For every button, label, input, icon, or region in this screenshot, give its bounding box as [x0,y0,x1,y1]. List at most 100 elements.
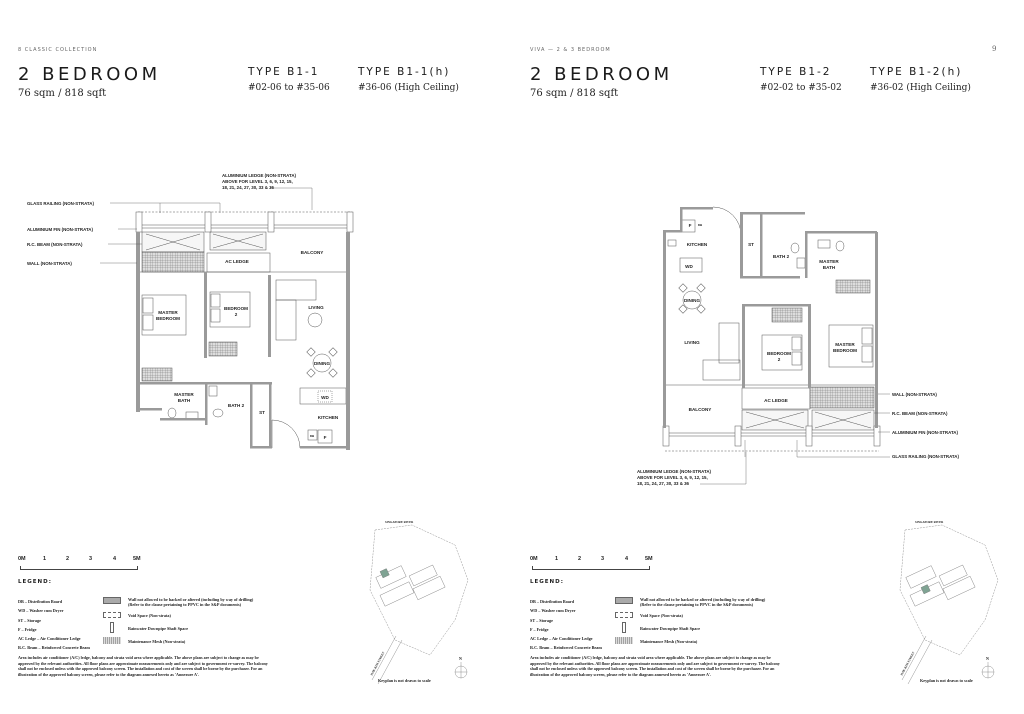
section-header: VIVA — 2 & 3 BEDROOM [530,47,611,53]
keyplan-street-label: JIAK KIM STREET [899,651,915,677]
room-label-db: DB [310,434,315,438]
room-label-master-bedroom: BEDROOM [156,316,180,321]
room-label-master-bath: MASTER [819,259,839,264]
page-number: 9 [992,45,997,53]
annotation-ledge: ABOVE FOR LEVEL 3, 6, 9, 12, 15, [222,179,293,184]
room-label-kitchen: KITCHEN [687,242,708,247]
legend-item: Void Space (Non-strata) [640,613,683,618]
keyplan-caption: Keyplan is not drawn to scale [378,678,431,683]
room-label-ac-ledge: AC LEDGE [764,398,788,403]
scale-tick: 2 [66,556,70,562]
annotation-wall: WALL (NON-STRATA) [892,392,937,397]
room-label-living: LIVING [684,340,700,345]
scale-tick: 4 [625,556,629,562]
type-units: #36-02 (High Ceiling) [870,83,971,93]
scale-tick: 5M [133,556,141,562]
disclaimer-note: Area includes air conditioner (A/C) ledg… [530,655,780,677]
room-label-st: ST [259,410,265,415]
legend-wall-text: Wall not allowed to be hacked or altered… [128,597,253,607]
section-header: 8 CLASSIC COLLECTION [18,47,98,53]
keyplan-river-label: SINGAPORE RIVER [385,520,414,524]
legend-item: AC Ledge – Air Conditioner Ledge [18,636,81,642]
legend-swatch-downpipe [110,622,114,633]
annotation-aluminium-fin: ALUMINIUM FIN (NON-STRATA) [27,227,93,232]
scale-tick: 3 [601,556,605,562]
room-label-bedroom-2: 2 [235,312,238,317]
type-name: TYPE B1-1(h) [358,66,451,78]
type-name: TYPE B1-2(h) [870,66,963,78]
room-label-master-bedroom: BEDROOM [833,348,857,353]
north-label: N [459,656,462,661]
legend-item: WD – Washer cum Dryer [18,608,64,614]
room-label-st: ST [748,242,754,247]
page-title: 2 BEDROOM [18,64,161,85]
disclaimer-note: Area includes air conditioner (A/C) ledg… [18,655,268,677]
annotation-rc-beam: R.C. BEAM (NON-STRATA) [892,411,948,416]
room-label-db: DB [698,223,703,227]
legend-swatch-wall [615,597,633,604]
legend-item: Wall not allowed to be hacked or altered… [640,597,766,602]
room-label-wd: WD [685,264,693,269]
legend-item: DB – Distribution Board [18,599,63,604]
legend-swatch-void [615,612,633,618]
room-label-f: F [324,435,327,440]
floor-plan: KITCHEN ST BATH 2 MASTER BATH DINING LIV… [637,206,999,685]
right-page: VIVA — 2 & 3 BEDROOM 9 2 BEDROOM 76 sqm … [512,0,1024,714]
keyplan-caption: Keyplan is not drawn to scale [920,678,973,683]
room-label-bedroom-2: BEDROOM [224,306,248,311]
room-label-bath-2: BATH 2 [773,254,790,259]
legend-item: (Refer to the clause pertaining to PPVC … [128,602,241,608]
legend-item: AC Ledge – Air Conditioner Ledge [530,636,593,642]
room-label-master-bedroom: MASTER [158,310,178,315]
legend-wall-text: Wall not allowed to be hacked or altered… [640,597,765,607]
room-label-bath-2: BATH 2 [228,403,245,408]
scale-tick: 5M [645,556,653,562]
scale-tick: 0M [530,556,538,562]
annotation-ledge: ABOVE FOR LEVEL 3, 6, 9, 12, 15, [637,475,708,480]
keyplan-street-label: JIAK KIM STREET [369,651,385,677]
room-label-master-bath: BATH [178,398,191,403]
scale-tick: 1 [43,556,47,562]
annotation-glass-railing: GLASS RAILING (NON-STRATA) [27,201,94,206]
page-title: 2 BEDROOM [530,64,673,85]
type-units: #02-06 to #35-06 [248,83,330,93]
room-label-f: F [689,223,692,228]
room-label-living: LIVING [308,305,324,310]
annotation-wall: WALL (NON-STRATA) [27,261,72,266]
unit-area: 76 sqm / 818 sqft [18,88,107,99]
type-units: #36-06 (High Ceiling) [358,83,459,93]
legend-item: R.C. Beam – Reinforced Concrete Beam [18,645,90,651]
legend-item: R.C. Beam – Reinforced Concrete Beam [530,645,602,651]
room-label-bedroom-2: BEDROOM [767,351,791,356]
room-label-dining: DINING [684,298,701,303]
type-units: #02-02 to #35-02 [760,83,842,93]
room-label-balcony: BALCONY [301,250,324,255]
annotation-ledge: ALUMINIUM LEDGE (NON-STRATA) [222,173,297,178]
legend-swatch-downpipe [622,622,626,633]
legend-swatch-void [103,612,121,618]
legend-item: Rainwater Downpipe Shaft Space [128,626,189,631]
legend-swatch-mesh [103,637,121,644]
annotation-aluminium-fin: ALUMINIUM FIN (NON-STRATA) [892,430,958,435]
floor-plan: MASTER BEDROOM BEDROOM 2 LIVING DINING M… [27,173,469,685]
room-label-balcony: BALCONY [689,407,712,412]
keyplan [899,524,999,685]
scale-tick: 1 [555,556,559,562]
annotation-rc-beam: R.C. BEAM (NON-STRATA) [27,242,83,247]
legend-item: DB – Distribution Board [530,599,575,604]
legend-item: Rainwater Downpipe Shaft Space [640,626,701,631]
room-label-bedroom-2: 2 [778,357,781,362]
legend-item: F – Fridge [530,626,549,632]
room-label-master-bedroom: MASTER [835,342,855,347]
keyplan-river-label: SINGAPORE RIVER [915,520,944,524]
legend-item: ST – Storage [530,617,553,623]
room-label-ac-ledge: AC LEDGE [225,259,249,264]
keyplan [369,524,469,685]
legend-item: Void Space (Non-strata) [128,613,171,618]
legend-heading: LEGEND: [530,579,564,585]
type-name: TYPE B1-1 [248,66,320,78]
legend-item: Wall not allowed to be hacked or altered… [128,597,254,602]
scale-tick: 3 [89,556,93,562]
room-label-master-bath: MASTER [174,392,194,397]
legend-abbreviations: DB – Distribution Board WD – Washer cum D… [18,597,90,653]
